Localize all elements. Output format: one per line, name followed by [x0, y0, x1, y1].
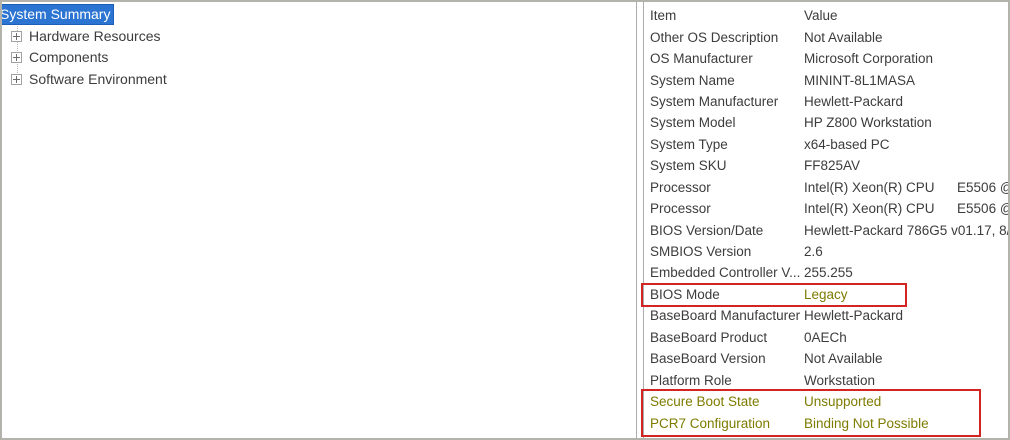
- table-row[interactable]: System Name MININT-8L1MASA: [644, 69, 1008, 90]
- table-row[interactable]: BIOS Mode Legacy: [644, 284, 1008, 305]
- value-cell: Not Available: [804, 29, 883, 45]
- table-row[interactable]: OS Manufacturer Microsoft Corporation: [644, 48, 1008, 69]
- pane-splitter[interactable]: [636, 2, 644, 438]
- item-cell: BaseBoard Version: [650, 351, 766, 367]
- expand-plus-icon[interactable]: [11, 73, 22, 85]
- item-cell: PCR7 Configuration: [650, 415, 771, 431]
- tree-item-list: System Summary Hardware Resources Compon…: [2, 4, 636, 90]
- value-cell: FF825AV: [804, 158, 861, 174]
- item-cell: System SKU: [650, 158, 727, 174]
- item-cell: BaseBoard Product: [650, 329, 768, 345]
- value-cell: Hewlett-Packard: [804, 308, 904, 324]
- table-row[interactable]: Embedded Controller V... 255.255: [644, 262, 1008, 283]
- value-cell: Intel(R) Xeon(R) CPU E5506 @ 2.13GHz: [804, 179, 1008, 195]
- item-cell: OS Manufacturer: [650, 51, 753, 67]
- value-cell: Binding Not Possible: [804, 415, 929, 431]
- table-row[interactable]: System Manufacturer Hewlett-Packard: [644, 91, 1008, 112]
- item-cell: Secure Boot State: [650, 394, 760, 410]
- value-cell: Workstation: [804, 372, 876, 388]
- table-row[interactable]: System SKU FF825AV: [644, 155, 1008, 176]
- value-cell: Unsupported: [804, 394, 882, 410]
- table-row[interactable]: SMBIOS Version 2.6: [644, 241, 1008, 262]
- table-row[interactable]: Platform Role Workstation: [644, 369, 1008, 390]
- category-tree: System Summary Hardware Resources Compon…: [2, 2, 636, 438]
- expand-plus-icon[interactable]: [11, 30, 22, 42]
- item-cell: System Manufacturer: [650, 93, 779, 109]
- item-cell: Other OS Description: [650, 29, 779, 45]
- column-header-item[interactable]: Item: [650, 8, 677, 24]
- tree-item-label: Hardware Resources: [29, 27, 161, 44]
- value-cell: Hewlett-Packard: [804, 93, 904, 109]
- tree-item-label: Software Environment: [29, 70, 167, 87]
- item-cell: System Name: [650, 72, 735, 88]
- detail-list: Item Value Other OS Description Not Avai…: [644, 2, 1008, 438]
- item-cell: Processor: [650, 179, 711, 195]
- value-cell: 2.6: [804, 244, 823, 260]
- table-row[interactable]: Secure Boot State Unsupported: [644, 391, 1008, 412]
- tree-item[interactable]: Software Environment: [2, 69, 636, 91]
- value-cell: HP Z800 Workstation: [804, 115, 932, 131]
- table-row[interactable]: System Type x64-based PC: [644, 134, 1008, 155]
- tree-item[interactable]: Hardware Resources: [2, 26, 636, 48]
- value-cell: Microsoft Corporation: [804, 51, 934, 67]
- table-row[interactable]: Other OS Description Not Available: [644, 26, 1008, 47]
- table-row[interactable]: BIOS Version/Date Hewlett-Packard 786G5 …: [644, 219, 1008, 240]
- tree-item-label: Components: [29, 49, 109, 66]
- item-cell: SMBIOS Version: [650, 244, 752, 260]
- table-row[interactable]: Processor Intel(R) Xeon(R) CPU E5506 @ 2…: [644, 177, 1008, 198]
- value-cell: Legacy: [804, 286, 848, 302]
- table-row[interactable]: System Model HP Z800 Workstation: [644, 112, 1008, 133]
- value-cell: MININT-8L1MASA: [804, 72, 916, 88]
- value-cell: x64-based PC: [804, 136, 890, 152]
- tree-item-label: System Summary: [2, 5, 114, 25]
- table-row[interactable]: Processor Intel(R) Xeon(R) CPU E5506 @ 2…: [644, 198, 1008, 219]
- item-cell: System Type: [650, 136, 728, 152]
- column-header-value[interactable]: Value: [804, 8, 838, 24]
- detail-rows: Other OS Description Not Available OS Ma…: [644, 26, 1008, 433]
- table-row[interactable]: BaseBoard Version Not Available: [644, 348, 1008, 369]
- value-cell: Intel(R) Xeon(R) CPU E5506 @ 2.13GHz: [804, 201, 1008, 217]
- item-cell: Embedded Controller V...: [650, 265, 801, 281]
- table-row[interactable]: BaseBoard Manufacturer Hewlett-Packard: [644, 305, 1008, 326]
- tree-item[interactable]: System Summary: [2, 4, 636, 26]
- item-cell: BIOS Mode: [650, 286, 720, 302]
- item-cell: BaseBoard Manufacturer: [650, 308, 801, 324]
- value-cell: 0AECh: [804, 329, 847, 345]
- value-cell: Not Available: [804, 351, 883, 367]
- value-cell: Hewlett-Packard 786G5 v01.17, 8/2/2010: [804, 222, 1008, 238]
- tree-item[interactable]: Components: [2, 47, 636, 69]
- expand-plus-icon[interactable]: [11, 52, 22, 64]
- item-cell: Platform Role: [650, 372, 732, 388]
- item-cell: System Model: [650, 115, 736, 131]
- table-row[interactable]: PCR7 Configuration Binding Not Possible: [644, 412, 1008, 433]
- table-row[interactable]: BaseBoard Product 0AECh: [644, 327, 1008, 348]
- item-cell: Processor: [650, 201, 711, 217]
- value-cell: 255.255: [804, 265, 853, 281]
- item-cell: BIOS Version/Date: [650, 222, 764, 238]
- detail-list-header: Item Value: [644, 5, 1008, 26]
